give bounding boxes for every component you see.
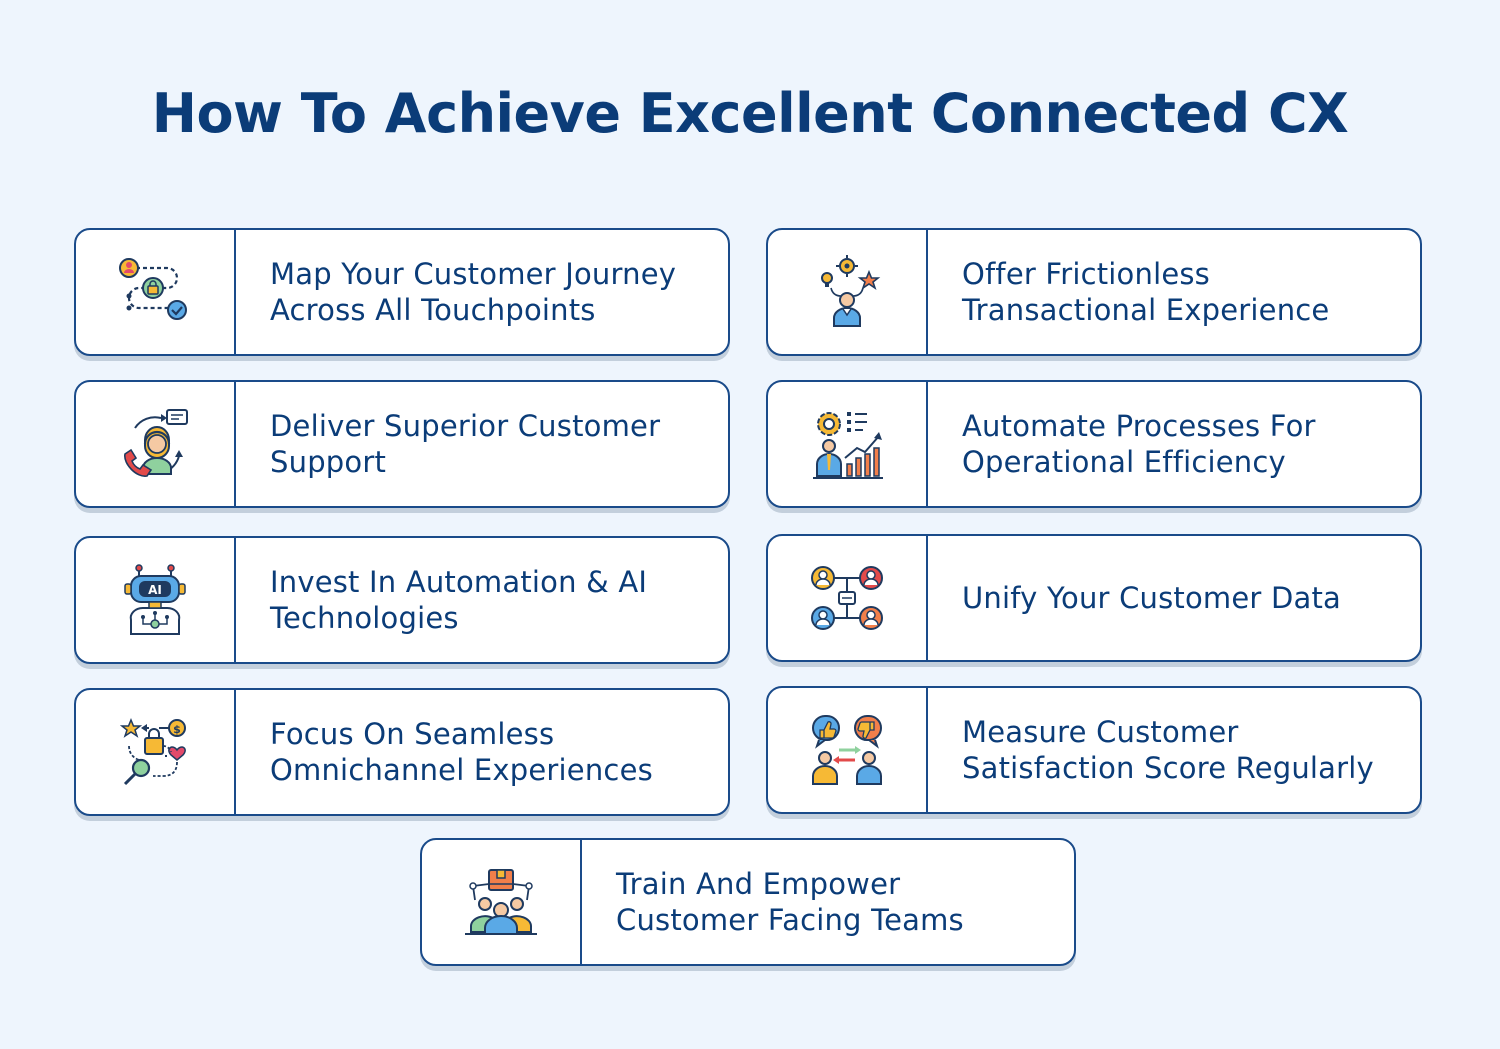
- omnichannel-icon: $: [119, 718, 186, 786]
- card-omnichannel: $ Focus On Seamless Omnichannel Experien…: [74, 688, 730, 816]
- card-label: Focus On Seamless Omnichannel Experience…: [270, 717, 653, 787]
- svg-text:AI: AI: [148, 583, 162, 597]
- page-title: How To Achieve Excellent Connected CX: [151, 82, 1349, 145]
- card-label: Unify Your Customer Data: [962, 581, 1341, 615]
- card-label: Measure Customer Satisfaction Score Regu…: [962, 715, 1374, 785]
- feedback-icon: [812, 715, 882, 785]
- card-map-journey: Map Your Customer Journey Across All Tou…: [74, 228, 730, 356]
- card-unify-data: Unify Your Customer Data: [766, 534, 1422, 662]
- customer-support-icon: [124, 409, 188, 477]
- card-customer-support: Deliver Superior Customer Support: [74, 380, 730, 508]
- card-label: Offer Frictionless Transactional Experie…: [962, 257, 1330, 327]
- card-label: Deliver Superior Customer Support: [270, 409, 661, 479]
- card-label: Train And Empower Customer Facing Teams: [616, 867, 964, 937]
- svg-text:$: $: [173, 723, 181, 736]
- card-frictionless: Offer Frictionless Transactional Experie…: [766, 228, 1422, 356]
- card-label: Invest In Automation & AI Technologies: [270, 565, 648, 635]
- journey-map-icon: [119, 258, 187, 320]
- card-label: Automate Processes For Operational Effic…: [962, 409, 1316, 479]
- card-measure-satisfaction: Measure Customer Satisfaction Score Regu…: [766, 686, 1422, 814]
- connected-customers-icon: [811, 566, 883, 630]
- card-automation-ai: AI Invest In Automation & AI Technologie…: [74, 536, 730, 664]
- card-train-teams: Train And Empower Customer Facing Teams: [420, 838, 1076, 966]
- card-automate-processes: Automate Processes For Operational Effic…: [766, 380, 1422, 508]
- ai-robot-icon: AI: [124, 564, 186, 635]
- ideas-person-icon: [821, 255, 881, 327]
- team-empower-icon: [465, 869, 537, 935]
- automation-growth-icon: [813, 412, 883, 479]
- card-label: Map Your Customer Journey Across All Tou…: [270, 257, 677, 327]
